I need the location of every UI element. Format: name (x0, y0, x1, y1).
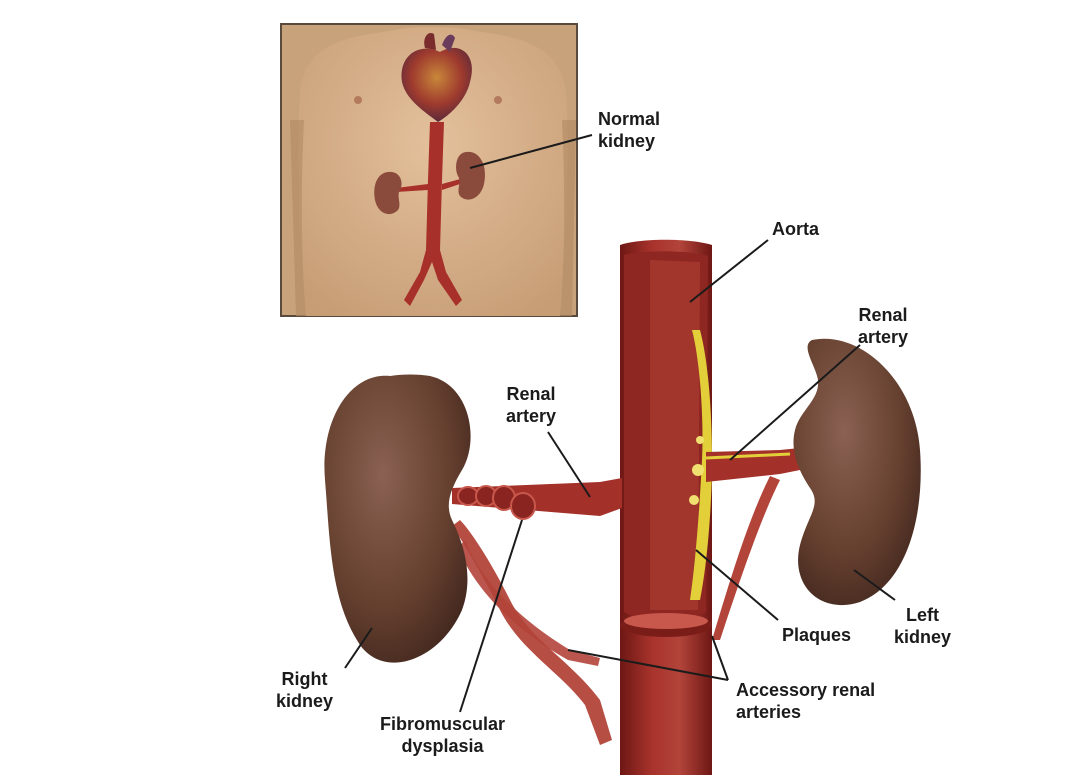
leader-fibromuscular (459, 519, 523, 713)
leader-accessory-1 (567, 649, 729, 681)
leader-aorta (689, 239, 769, 303)
inset-aorta (404, 122, 462, 306)
label-normal-kidney: Normal kidney (598, 109, 661, 151)
leader-left-kidney (853, 569, 896, 601)
inset-left-kidney (456, 151, 486, 200)
leader-right-kidney (344, 627, 373, 669)
label-left-kidney: Left kidney (894, 605, 952, 647)
leader-renal-artery-right (547, 431, 591, 498)
right-kidney (324, 374, 471, 663)
label-plaques: Plaques (782, 625, 852, 645)
main-aorta (620, 239, 712, 775)
leader-normal-kidney (469, 134, 593, 169)
label-fibromuscular-dysplasia: Fibromuscular dysplasia (380, 714, 506, 756)
label-accessory-renal-arteries: Accessory renal arteries (736, 680, 876, 722)
plaque-deposit (690, 330, 712, 600)
leader-accessory-2 (711, 635, 729, 681)
left-renal-artery (705, 448, 800, 640)
right-renal-artery (452, 478, 622, 745)
label-right-kidney: Right kidney (276, 669, 334, 711)
label-aorta: Aorta (772, 219, 820, 239)
heart (401, 47, 472, 122)
inset-torso (280, 23, 578, 317)
label-renal-artery-left-kidney: Renal artery (858, 305, 909, 347)
leader-lines (344, 134, 896, 713)
leader-renal-artery-left (729, 344, 861, 461)
label-renal-artery-right-kidney: Renal artery (506, 384, 557, 426)
left-kidney (793, 338, 921, 606)
inset-right-kidney (374, 171, 402, 215)
leader-plaques (695, 549, 779, 621)
